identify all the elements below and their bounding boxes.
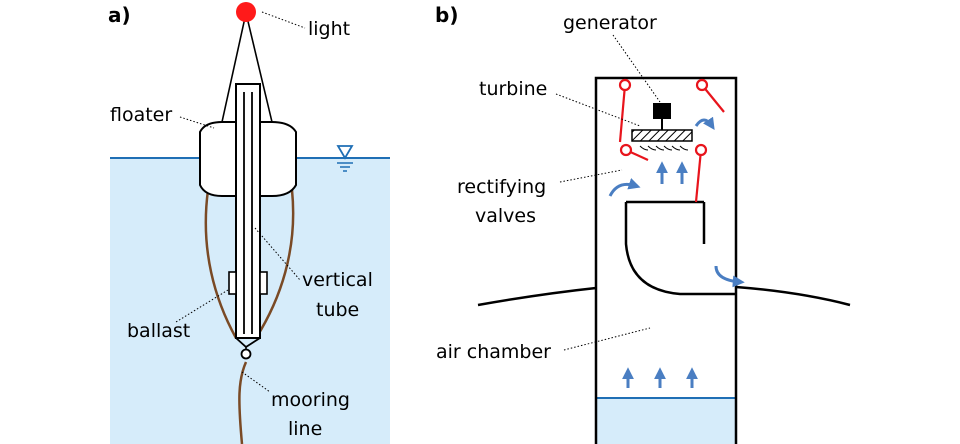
ballast-block-left [228,271,237,295]
label-generator: generator [563,12,657,34]
label-vertical: vertical [302,269,373,291]
panel-b-tag: b) [435,3,458,27]
leader-air-chamber [563,327,651,351]
label-tube: tube [316,299,359,321]
label-mooring: mooring [271,389,350,411]
leader-turbine [555,93,641,127]
ballast-block-right [259,271,268,295]
leader-floater [179,116,215,129]
turbine-blades [639,145,689,151]
generator-block [653,103,671,119]
panel-b: b) [435,3,851,444]
label-light: light [308,18,350,40]
label-ballast: ballast [127,320,190,342]
label-air-chamber: air chamber [436,341,551,363]
leader-mooring [241,371,271,393]
leader-light [261,11,306,29]
mooring-line [238,361,248,444]
label-floater: floater [110,104,172,126]
panel-a-tag: a) [108,3,131,27]
vertical-tube [235,83,261,339]
panel-a: a) [108,2,390,444]
rope-left [204,189,238,339]
hull-curve-left [477,286,597,307]
leader-valves [559,169,623,183]
chamber-water [596,398,736,444]
mast-line-right [245,12,273,123]
mooring-shackle [240,348,252,360]
leader-vertical-tube [254,227,301,281]
label-rectifying: rectifying [457,176,546,198]
label-line: line [288,418,322,440]
leader-generator [612,34,661,103]
turbine-rotor [631,129,693,142]
label-turbine: turbine [479,78,547,100]
rope-right [254,189,295,339]
hull-curve-right [735,285,851,307]
water-level-symbol [336,145,354,172]
light-icon [236,2,256,22]
internal-duct-curve [624,202,736,296]
label-valves: valves [475,205,536,227]
mast-line-left [221,12,247,123]
rectifying-valves [618,78,725,203]
chamber-walls [594,76,738,444]
airflow-arrows [608,116,745,388]
